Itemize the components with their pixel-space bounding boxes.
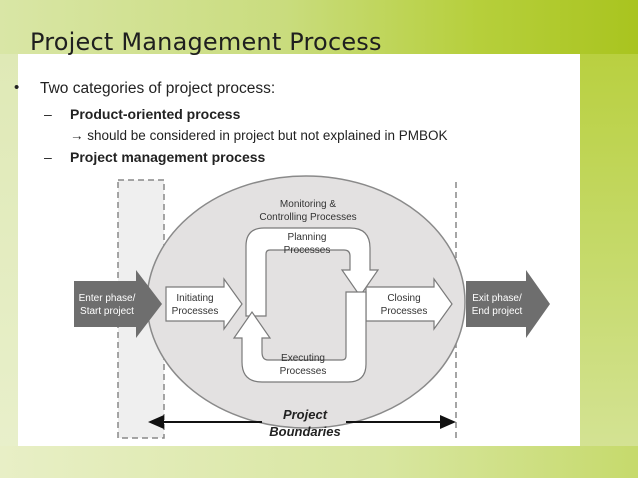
planning-cycle-arrow [245, 227, 380, 317]
sub-item-project-management: Project management process [70, 149, 266, 165]
bullet-text: Two categories of project process: [40, 80, 276, 97]
monitoring-controlling-label: Monitoring &Controlling Processes [259, 199, 357, 223]
right-decor-band [580, 54, 638, 478]
sub-item-marker: – [44, 149, 52, 165]
exit-phase-label: Exit phase/End project [471, 293, 523, 317]
sub-item-note: → should be considered in project but no… [70, 128, 448, 143]
left-arrowhead-icon [148, 415, 164, 429]
left-decor-band [0, 54, 18, 478]
header-band [0, 0, 638, 54]
executing-cycle-arrow [232, 291, 367, 383]
sub-item-marker: – [44, 106, 52, 122]
enter-phase-arrow [74, 270, 162, 338]
closing-arrow [365, 277, 453, 331]
enter-phase-label: Enter phase/Start project [78, 293, 136, 317]
bullet-marker: • [14, 79, 20, 96]
bottom-decor-band [0, 446, 638, 478]
initiating-arrow [165, 277, 243, 331]
sub-item-product-oriented: Product-oriented process [70, 106, 241, 122]
right-arrowhead-icon [440, 415, 456, 429]
slide-title: Project Management Process [30, 28, 382, 56]
sub-item-note-text: should be considered in project but not … [87, 128, 448, 143]
exit-phase-arrow [466, 270, 550, 338]
right-arrow-icon: → [70, 128, 84, 143]
